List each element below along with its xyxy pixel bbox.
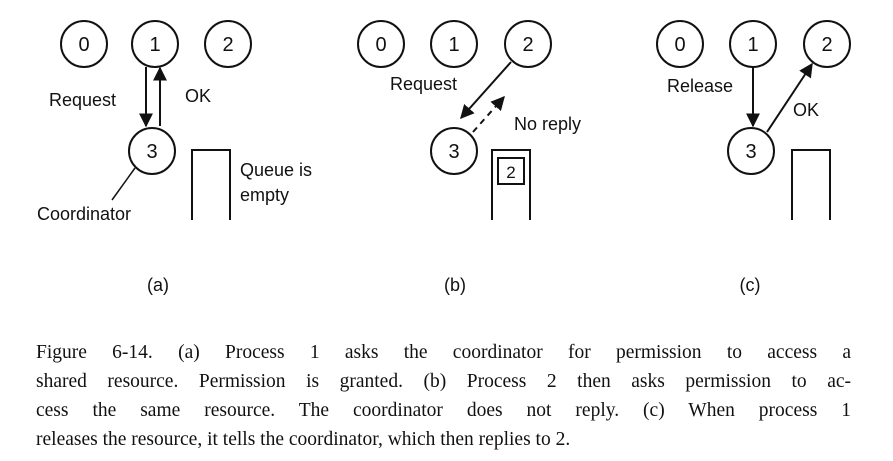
process-node-label-1: 1 bbox=[149, 34, 160, 56]
panel-b: 0 1 2 3 Request No reply 2 (b) bbox=[357, 20, 581, 295]
queue-box bbox=[791, 149, 831, 220]
caption-line-2: shared resource. Permission is granted. … bbox=[36, 371, 851, 392]
queue-box bbox=[491, 149, 531, 220]
panel-a-label: (a) bbox=[147, 275, 169, 295]
coordinator-label: Coordinator bbox=[37, 204, 131, 224]
coordinator-node-label-3: 3 bbox=[745, 141, 756, 163]
panel-a: 0 1 2 3 Request OK Queue is empty Coordi… bbox=[37, 20, 317, 295]
process-node-label-0: 0 bbox=[78, 34, 89, 56]
figure-caption: Figure 6-14. (a) Process 1 asks the coor… bbox=[36, 338, 851, 454]
process-node-1 bbox=[430, 20, 478, 68]
queued-item-label: 2 bbox=[506, 163, 515, 182]
request-label: Request bbox=[49, 90, 116, 110]
process-node-label-2: 2 bbox=[222, 34, 233, 56]
queue-box bbox=[191, 149, 231, 220]
request-arrow bbox=[460, 61, 512, 120]
process-node-label-0: 0 bbox=[674, 34, 685, 56]
process-node-label-2: 2 bbox=[821, 34, 832, 56]
ok-label: OK bbox=[793, 100, 819, 120]
queue-status-line-2: empty bbox=[240, 185, 289, 205]
coordinator-node-3 bbox=[430, 127, 478, 175]
caption-line-1: Figure 6-14. (a) Process 1 asks the coor… bbox=[36, 342, 851, 363]
ok-label: OK bbox=[185, 86, 211, 106]
process-node-0 bbox=[656, 20, 704, 68]
process-node-label-1: 1 bbox=[747, 34, 758, 56]
process-node-2 bbox=[204, 20, 252, 68]
process-node-label-0: 0 bbox=[375, 34, 386, 56]
ok-arrow bbox=[766, 62, 813, 133]
queue-status-line-1: Queue is bbox=[240, 160, 312, 180]
coordinator-node-3 bbox=[128, 127, 176, 175]
queue-status-label: Queue is empty bbox=[240, 160, 317, 205]
figure-diagram: 0 1 2 3 Request OK Queue is empty Coordi… bbox=[37, 20, 851, 295]
no-reply-arrow bbox=[472, 95, 505, 133]
coordinator-node-label-3: 3 bbox=[448, 141, 459, 163]
process-node-2 bbox=[803, 20, 851, 68]
release-label: Release bbox=[667, 76, 733, 96]
queued-item-box bbox=[497, 157, 525, 185]
coordinator-node-3 bbox=[727, 127, 775, 175]
no-reply-label: No reply bbox=[514, 114, 581, 134]
panel-c-label: (c) bbox=[740, 275, 761, 295]
request-label: Request bbox=[390, 74, 457, 94]
coordinator-node-label-3: 3 bbox=[146, 141, 157, 163]
process-node-2 bbox=[504, 20, 552, 68]
caption-line-3: cess the same resource. The coordinator … bbox=[36, 400, 851, 421]
panel-c: 0 1 2 3 Release OK (c) bbox=[656, 20, 851, 295]
process-node-0 bbox=[60, 20, 108, 68]
caption-line-4: releases the resource, it tells the coor… bbox=[36, 429, 571, 450]
process-node-label-1: 1 bbox=[448, 34, 459, 56]
panel-b-label: (b) bbox=[444, 275, 466, 295]
process-node-0 bbox=[357, 20, 405, 68]
coordinator-pointer bbox=[111, 167, 136, 201]
process-node-label-2: 2 bbox=[522, 34, 533, 56]
